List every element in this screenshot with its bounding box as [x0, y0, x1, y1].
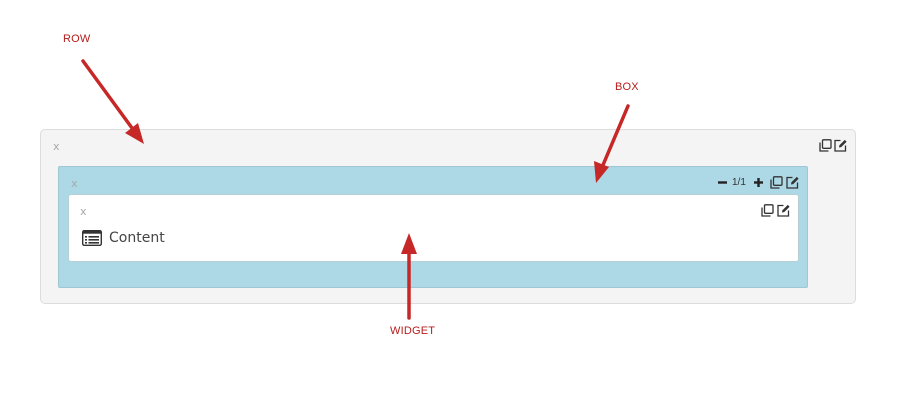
widget-close-button[interactable]: x [80, 205, 87, 218]
box-close-button[interactable]: x [71, 177, 78, 190]
row-edit-icon[interactable] [834, 139, 847, 152]
widget-edit-icon[interactable] [777, 204, 790, 217]
list-icon [82, 230, 102, 246]
widget-copy-icon[interactable] [761, 204, 774, 217]
row-copy-icon[interactable] [819, 139, 832, 152]
box-copy-icon[interactable] [770, 176, 783, 189]
box-plus-icon[interactable] [752, 176, 765, 189]
row-close-button[interactable]: x [53, 140, 60, 153]
widget-container [68, 194, 799, 262]
widget-content-label[interactable]: Content [109, 230, 165, 246]
box-minus-icon[interactable] [716, 176, 729, 189]
row-annotation-label: ROW [63, 33, 91, 45]
box-annotation-label: BOX [615, 81, 639, 93]
box-counter: 1/1 [732, 177, 746, 188]
widget-annotation-label: WIDGET [390, 325, 436, 337]
box-edit-icon[interactable] [786, 176, 799, 189]
